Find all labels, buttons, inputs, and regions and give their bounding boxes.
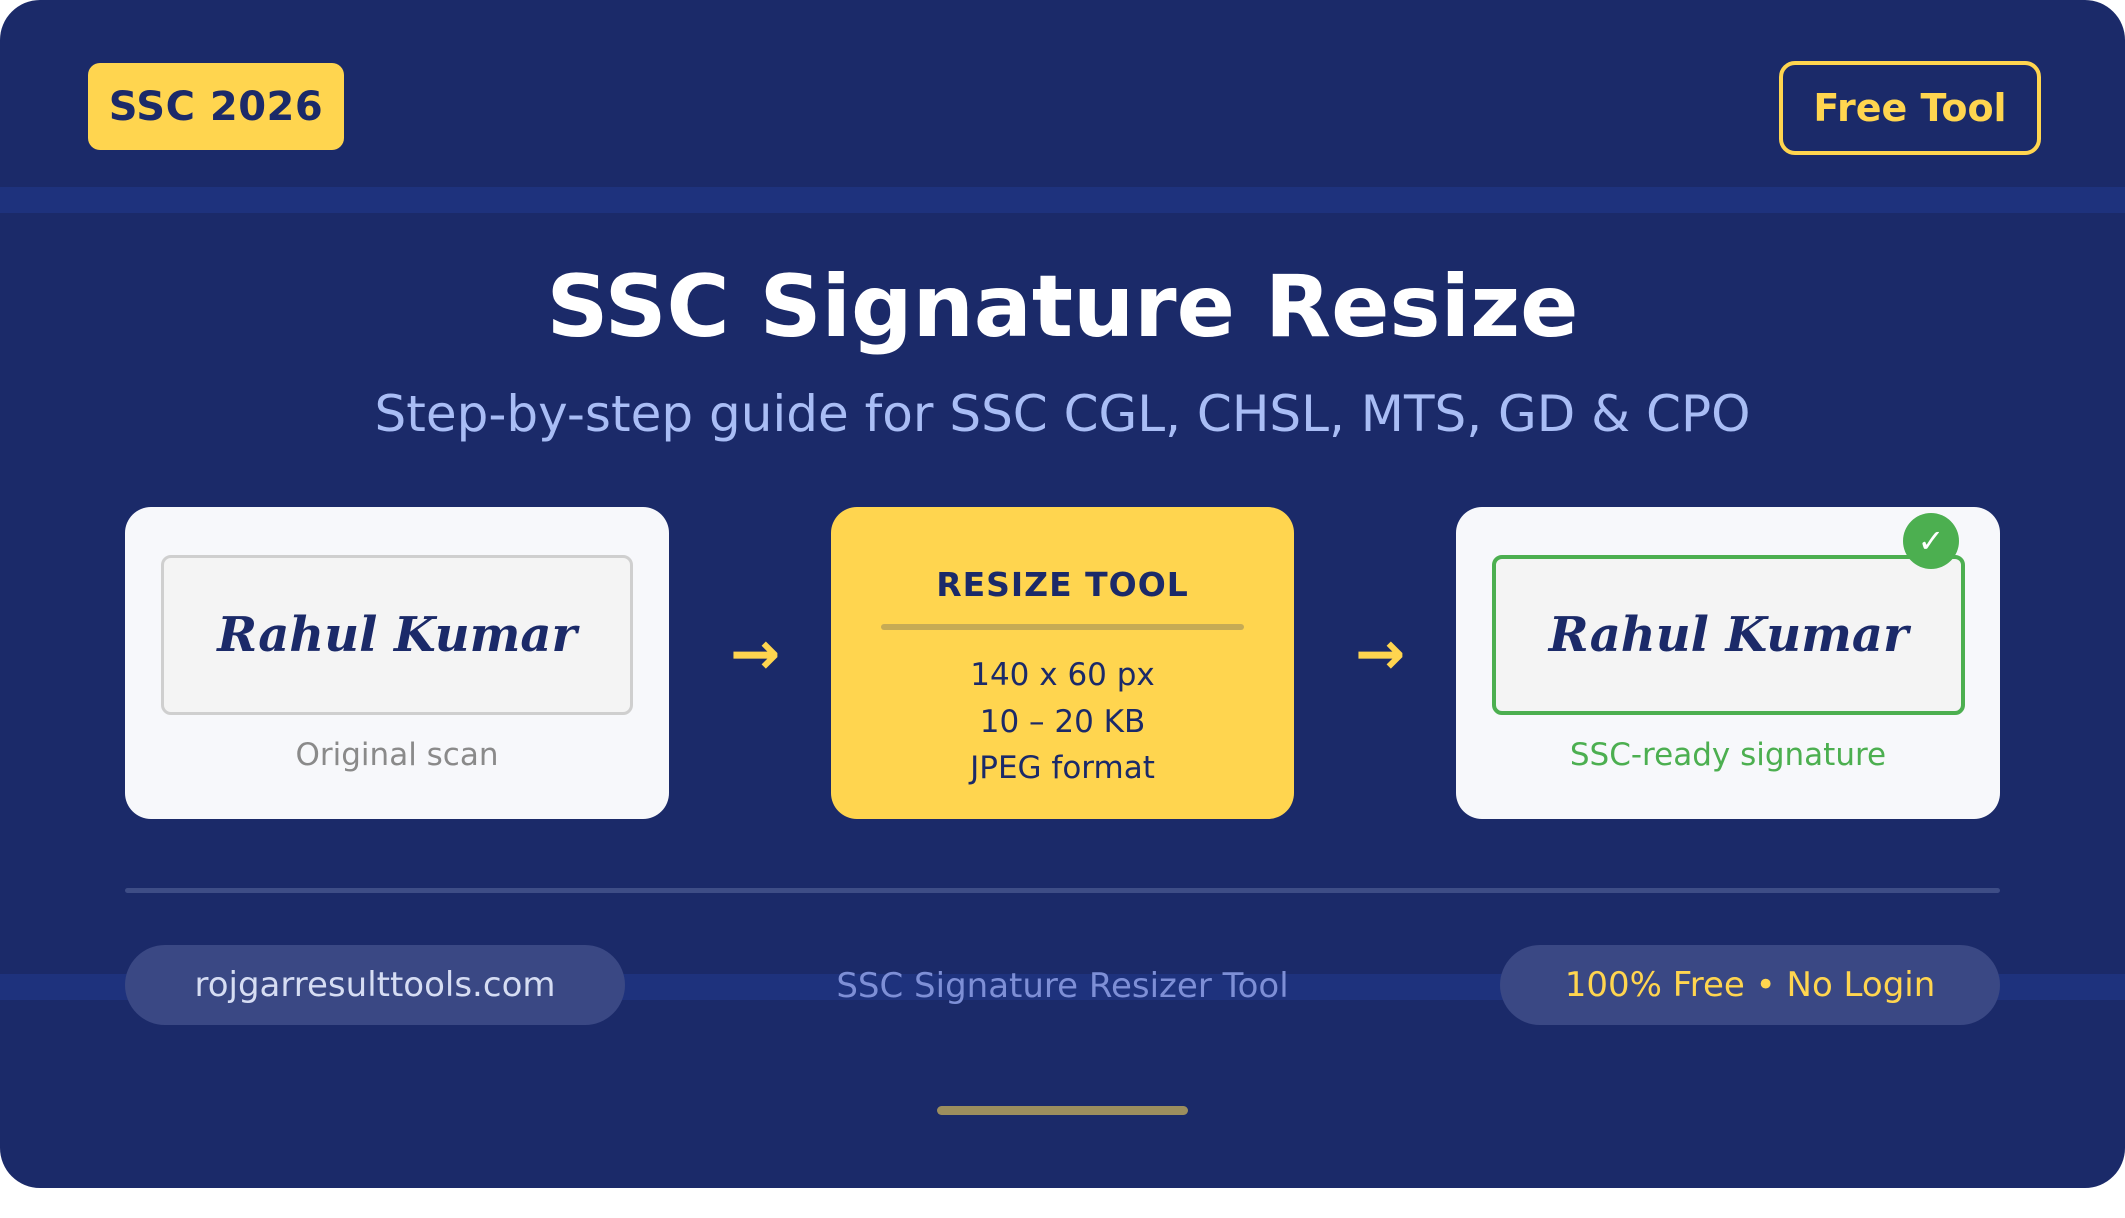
free-tool-badge: Free Tool <box>1779 61 2041 155</box>
footer-tool-name: SSC Signature Resizer Tool <box>836 966 1289 1006</box>
original-scan-panel: Rahul Kumar Original scan <box>125 507 669 819</box>
page-subtitle: Step-by-step guide for SSC CGL, CHSL, MT… <box>374 385 1751 443</box>
resize-tool-divider <box>881 624 1244 630</box>
ready-signature: Rahul Kumar <box>1548 607 1909 663</box>
top-stripe <box>0 187 2125 213</box>
arrow-right-icon: → <box>730 619 781 689</box>
bottom-handle-bar <box>937 1106 1188 1115</box>
free-no-login-pill: 100% Free • No Login <box>1500 945 2000 1025</box>
tool-spec-format: JPEG format <box>970 750 1155 786</box>
resize-tool-title: RESIZE TOOL <box>936 565 1189 604</box>
check-icon: ✓ <box>1903 513 1959 569</box>
site-url-pill[interactable]: rojgarresulttools.com <box>125 945 625 1025</box>
banner-card: SSC 2026 Free Tool SSC Signature Resize … <box>0 0 2125 1188</box>
original-scan-caption: Original scan <box>295 737 499 773</box>
resize-tool-panel: RESIZE TOOL 140 x 60 px 10 – 20 KB JPEG … <box>831 507 1294 819</box>
divider <box>125 888 2000 893</box>
ssc-ready-caption: SSC-ready signature <box>1569 737 1887 773</box>
ready-signature-box: Rahul Kumar <box>1492 555 1965 715</box>
arrow-right-icon: → <box>1355 619 1406 689</box>
year-badge: SSC 2026 <box>88 63 344 150</box>
tool-spec-dimensions: 140 x 60 px <box>970 657 1155 693</box>
page-title: SSC Signature Resize <box>546 257 1579 357</box>
original-signature-box: Rahul Kumar <box>161 555 633 715</box>
tool-spec-size: 10 – 20 KB <box>979 704 1146 740</box>
original-signature: Rahul Kumar <box>217 607 577 663</box>
